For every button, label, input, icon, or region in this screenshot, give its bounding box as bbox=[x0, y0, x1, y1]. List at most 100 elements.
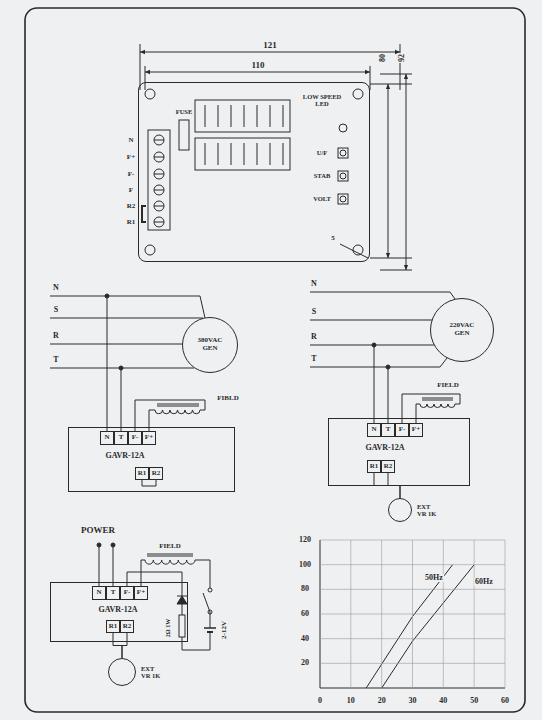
jumper-wire bbox=[142, 480, 156, 486]
node-text: GAVR-12A bbox=[106, 452, 145, 461]
board-details-part bbox=[145, 89, 155, 99]
fin-line bbox=[257, 105, 258, 127]
wiring-excitation-part bbox=[177, 596, 187, 597]
field-label: FIELD bbox=[158, 543, 181, 550]
terminal-box: F+ bbox=[142, 431, 156, 445]
board-details-part bbox=[154, 201, 164, 211]
wiring-380v-part bbox=[107, 296, 108, 431]
fin-line bbox=[283, 143, 284, 165]
wiring-380v-part bbox=[200, 296, 205, 318]
board-details-part bbox=[338, 148, 348, 158]
wiring-220v-part bbox=[422, 398, 453, 399]
fin-line bbox=[218, 105, 219, 127]
terminal-name: R1 bbox=[109, 623, 118, 631]
wiring-380v-part bbox=[157, 406, 199, 407]
node-text: 220VAC GEN bbox=[442, 322, 482, 337]
wiring-220v-part bbox=[372, 343, 376, 347]
wiring-380v-part bbox=[105, 294, 109, 298]
fin-line bbox=[244, 105, 245, 127]
board-details-part bbox=[148, 130, 170, 230]
node-text: LOW SPEED LED bbox=[301, 93, 343, 107]
terminal-box: F- bbox=[395, 423, 409, 437]
terminal-name: F bbox=[128, 187, 134, 194]
terminal-box: N bbox=[100, 431, 114, 445]
line-name: N bbox=[52, 284, 60, 292]
terminal-name: T bbox=[386, 426, 391, 434]
field-coils bbox=[145, 404, 455, 564]
wiring-excitation-part bbox=[97, 543, 101, 547]
board-details bbox=[142, 89, 363, 255]
terminal-name: F- bbox=[132, 434, 139, 442]
wiring-excitation-part bbox=[113, 545, 114, 586]
wiring-excitation-part bbox=[99, 545, 100, 586]
fin-line bbox=[270, 105, 271, 127]
terminal-name: F- bbox=[124, 589, 131, 597]
wiring-380v-part bbox=[157, 404, 199, 405]
wiring-excitation-part bbox=[147, 556, 193, 557]
dimension: 110 bbox=[250, 61, 265, 70]
board-details-part bbox=[339, 124, 347, 132]
dimension-lines-part bbox=[388, 84, 389, 258]
wiring-380v-part bbox=[121, 368, 122, 431]
wiring-excitation-part bbox=[182, 604, 183, 615]
board-details-part bbox=[195, 100, 290, 132]
heatsink-fins bbox=[205, 105, 283, 165]
wiring-excitation-part bbox=[179, 615, 185, 637]
board-details-part bbox=[154, 140, 164, 141]
terminal-name: F- bbox=[127, 171, 136, 178]
terminal-name: F+ bbox=[412, 426, 420, 434]
dimension-lines-part bbox=[370, 258, 412, 259]
board-details-part bbox=[154, 185, 164, 195]
dimension-lines-part bbox=[140, 52, 400, 53]
board-details-part bbox=[154, 222, 164, 223]
dimension-lines-part bbox=[140, 44, 141, 90]
terminal-box: R1 bbox=[106, 620, 120, 633]
dimension-lines-part bbox=[340, 244, 368, 258]
board-details-part bbox=[154, 152, 164, 162]
board-details-part bbox=[338, 194, 348, 204]
node-text: VOLT bbox=[313, 195, 331, 202]
wiring-excitation-part bbox=[208, 588, 212, 592]
axis-tick: 50 bbox=[469, 697, 479, 705]
terminal-name: R2 bbox=[152, 470, 161, 478]
wiring-380v bbox=[50, 294, 205, 431]
node-text: GAVR-12A bbox=[99, 606, 138, 615]
terminal-name: R1 bbox=[126, 219, 137, 226]
fin-line bbox=[231, 143, 232, 165]
potentiometer: EXT VR 1K bbox=[108, 658, 136, 686]
node-text: FUSE bbox=[176, 108, 193, 115]
regulator-box: NTF-F+R1R2GAVR-12A bbox=[328, 418, 470, 486]
board-details-part bbox=[340, 150, 346, 156]
terminal-name: N bbox=[104, 434, 109, 442]
wiring-380v-part bbox=[50, 318, 203, 319]
terminal-name: N bbox=[127, 137, 134, 144]
node-text: U/F bbox=[317, 149, 327, 156]
dimension-lines-part bbox=[370, 84, 412, 85]
terminal-name: R1 bbox=[138, 470, 147, 478]
regulator-box: NTF-F+R1R2GAVR-12A bbox=[68, 427, 235, 492]
terminal-box: F- bbox=[128, 431, 142, 445]
wiring-excitation-part bbox=[177, 596, 187, 604]
dimension-lines-part bbox=[406, 74, 407, 270]
voltage-frequency-chart bbox=[320, 540, 505, 688]
dimension-lines-part bbox=[370, 66, 371, 90]
resistor-value: 2Ω 1W bbox=[165, 618, 171, 638]
power-label: POWER bbox=[80, 526, 116, 535]
terminal-name: F+ bbox=[126, 154, 136, 161]
grid-line bbox=[320, 638, 505, 639]
line-name: S bbox=[53, 306, 59, 314]
board-details-part bbox=[179, 120, 189, 150]
dimension: 92 bbox=[398, 53, 406, 63]
board-details-part bbox=[154, 206, 164, 207]
node-text: 380VAC GEN bbox=[191, 337, 229, 352]
dimension-lines bbox=[140, 44, 412, 270]
line-name: R bbox=[310, 333, 318, 341]
page-frame-part bbox=[25, 8, 525, 712]
terminal-name: N bbox=[371, 426, 376, 434]
terminal-box: R1 bbox=[367, 460, 381, 473]
terminal-box: N bbox=[367, 423, 381, 437]
terminal-box: R1 bbox=[135, 467, 149, 480]
terminal-box: R2 bbox=[149, 467, 163, 480]
wiring-excitation-part bbox=[182, 632, 210, 650]
